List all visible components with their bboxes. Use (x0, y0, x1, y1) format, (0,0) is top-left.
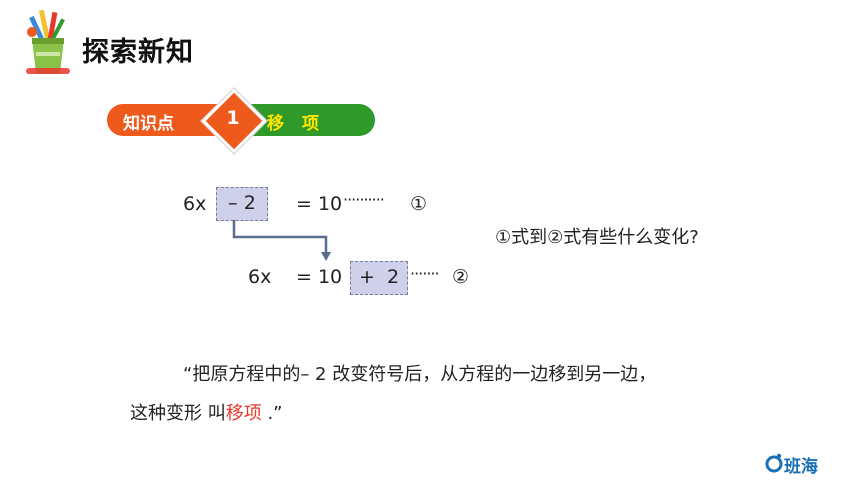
equation1-left: 6x (183, 193, 207, 215)
equation2-marker: ② (452, 266, 470, 288)
equation1-right: = 10 (296, 193, 343, 215)
move-arrow (232, 220, 331, 261)
definition-line1: “把原方程中的– 2 改变符号后，从方程的一边移到另一边， (183, 364, 657, 385)
term-yixiang: 移项 (225, 403, 262, 424)
brand-logo-icon (764, 452, 784, 474)
brand-name: 班海 (784, 457, 818, 477)
knowledge-point-banner: 知识点 1 移 项 (107, 88, 375, 154)
knowledge-point-label: 知识点 (123, 114, 174, 134)
equation1-dots: ·········· (343, 190, 385, 209)
definition-line2: 这种变形 叫移项 .” (130, 399, 283, 425)
definition-line2-before: 这种变形 叫 (130, 403, 226, 424)
equation1-marker: ① (410, 193, 428, 215)
equation2-dots: ······· (410, 264, 440, 283)
definition-line2-after: .” (261, 403, 283, 424)
equation1-term-box: – 2 (216, 187, 268, 221)
knowledge-point-number: 1 (226, 107, 240, 129)
equation2-left: 6x (248, 266, 272, 288)
equation2-term-box: + 2 (350, 261, 408, 295)
question-text: ①式到②式有些什么变化? (495, 227, 699, 248)
pencil-cup-icon (20, 8, 76, 78)
page-title: 探索新知 (82, 37, 194, 68)
knowledge-point-topic: 移 项 (267, 114, 325, 134)
equation2-right: = 10 (296, 266, 343, 288)
